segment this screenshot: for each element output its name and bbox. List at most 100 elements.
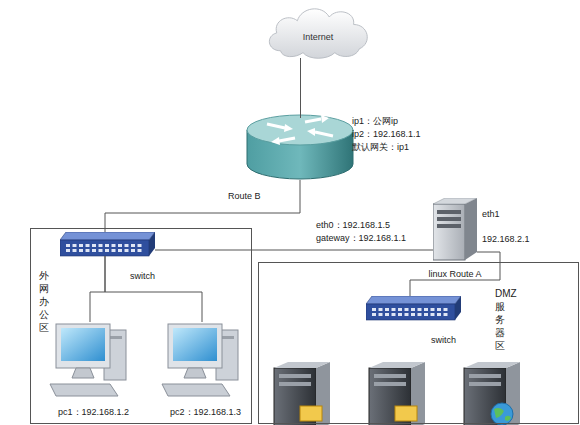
server-bay — [374, 382, 406, 386]
shape-part — [131, 249, 135, 252]
shape-part — [267, 124, 285, 128]
server-bay — [374, 374, 406, 378]
router: Route B — [228, 112, 373, 202]
server-icon — [369, 362, 425, 425]
shape-part — [48, 322, 132, 402]
shape-part — [411, 313, 415, 316]
shape-part — [138, 244, 142, 247]
shape-part — [366, 304, 455, 320]
shape-part — [433, 204, 465, 260]
annotation-text: eth1 — [482, 209, 500, 220]
shape-part — [431, 313, 435, 316]
zone-box: 外 网 办 公 区switchpc1：192.168.1.2pc2：192.16… — [30, 228, 252, 424]
globe-land — [494, 408, 511, 421]
node-label: 外 网 办 公 区 — [39, 269, 51, 334]
shape-part — [99, 244, 103, 247]
shape-part — [112, 244, 116, 247]
globe-icon — [491, 403, 513, 425]
pc-computer: pc2：192.168.1.3 — [160, 322, 252, 418]
shape-part — [60, 232, 155, 258]
shape-part — [149, 232, 155, 256]
node-label: pc1：192.168.1.2 — [58, 407, 129, 418]
shape-part — [284, 124, 293, 132]
shape-part — [99, 249, 103, 252]
node-label: Route B — [228, 191, 261, 202]
shape-part — [305, 119, 321, 122]
server-bay — [279, 382, 311, 386]
server-top — [369, 362, 425, 368]
shape-part — [366, 296, 461, 322]
shape-part — [73, 244, 77, 247]
shape-part — [437, 224, 461, 228]
shape-part — [321, 115, 329, 123]
server-icon — [464, 362, 520, 425]
shape-part — [56, 324, 110, 368]
shape-part — [118, 249, 122, 252]
shape-part — [125, 249, 129, 252]
shape-part — [79, 244, 83, 247]
shape-part — [424, 313, 428, 316]
network-link — [90, 256, 105, 322]
shape-part — [245, 112, 355, 184]
folder-icon — [300, 406, 322, 421]
network-link — [105, 256, 202, 322]
server-bay — [469, 374, 501, 378]
shape-part — [60, 232, 155, 240]
shape-part — [79, 249, 83, 252]
server-top — [274, 362, 330, 368]
shape-part — [437, 308, 441, 311]
server-top — [464, 362, 520, 368]
node-label: linux Route A — [420, 269, 490, 280]
shape-part — [66, 249, 70, 252]
annotation-text: gateway：192.168.1.1 — [316, 233, 406, 244]
shape-part — [379, 308, 383, 311]
shape-part — [105, 244, 109, 247]
server-bay — [469, 382, 501, 386]
zone-box: DMZ 服 务 器 区switch — [258, 262, 579, 424]
shape-part — [433, 198, 479, 262]
shape-part — [366, 296, 461, 304]
shape-part — [168, 324, 222, 368]
shape-part — [385, 313, 389, 316]
network-link — [410, 252, 500, 296]
shape-part — [271, 137, 280, 145]
network-link — [300, 58, 301, 118]
shape-part — [73, 249, 77, 252]
network-switch: switch — [366, 296, 456, 346]
shape-part — [372, 313, 376, 316]
shape-part — [279, 138, 295, 141]
shape-part — [405, 313, 409, 316]
shape-part — [418, 308, 422, 311]
shape-part — [131, 244, 135, 247]
shape-part — [92, 244, 96, 247]
shape-part — [247, 115, 353, 145]
shape-part — [465, 198, 477, 260]
shape-part — [437, 313, 441, 316]
shape-part — [86, 244, 90, 247]
shape-part — [379, 313, 383, 316]
shape-part — [60, 240, 149, 256]
shape-part — [105, 249, 109, 252]
server-icon — [274, 362, 330, 425]
shape-part — [92, 249, 96, 252]
internet-cloud: Internet — [258, 2, 378, 62]
annotation-text: eth0：192.168.1.5 — [316, 220, 390, 231]
shape-part — [431, 308, 435, 311]
shape-part — [125, 244, 129, 247]
node-label: pc2：192.168.1.3 — [170, 407, 241, 418]
shape-part — [392, 313, 396, 316]
shape-part — [433, 198, 477, 204]
annotation-text: ip2：192.168.1.1 — [352, 129, 421, 140]
shape-part — [411, 308, 415, 311]
shape-part — [118, 244, 122, 247]
shape-part — [424, 308, 428, 311]
shape-part — [398, 313, 402, 316]
shape-part — [437, 217, 461, 221]
shape-part — [372, 308, 376, 311]
node-label: switch — [431, 335, 456, 346]
shape-part — [162, 384, 230, 396]
shape-part — [405, 308, 409, 311]
shape-part — [444, 313, 448, 316]
node-label: Internet — [258, 32, 378, 43]
